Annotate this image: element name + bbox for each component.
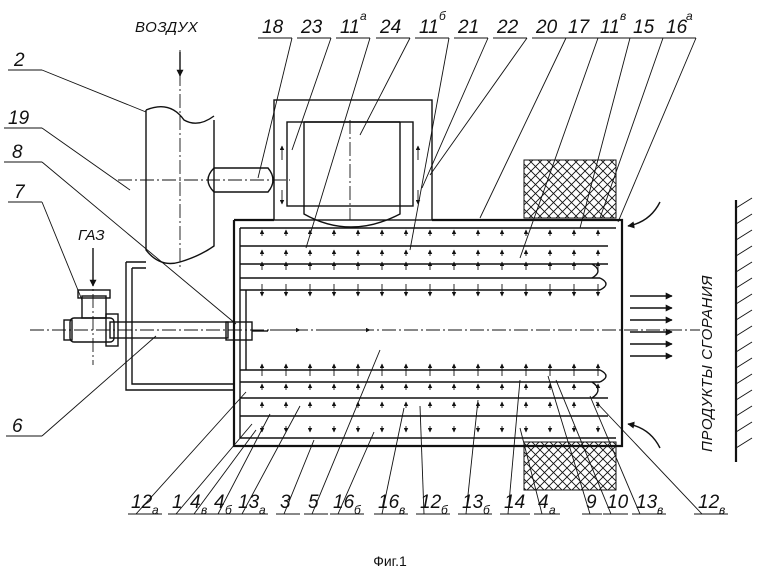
ref-label: 18 [262, 17, 284, 38]
ref-label: 11 [419, 17, 439, 38]
leader-line [618, 38, 696, 222]
ref-label-superscript: б [441, 503, 449, 517]
ref-label-superscript: б [225, 503, 233, 517]
ref-label: 9 [586, 492, 597, 513]
leader-line [292, 38, 331, 150]
leader-line [42, 202, 82, 300]
leader-line [42, 162, 236, 324]
ref-label: 11 [600, 17, 620, 38]
left-reference-labels: 2 19 8 7 6 [8, 50, 30, 437]
leader-line [520, 38, 598, 258]
ref-label-superscript: б [354, 503, 362, 517]
leader-line [360, 38, 410, 135]
ref-label: 12 [420, 492, 442, 513]
ref-label-superscript: в [201, 503, 207, 517]
ref-label: 4 [538, 492, 549, 513]
ref-label: 7 [14, 182, 26, 203]
ref-label: 3 [280, 492, 291, 513]
ref-label: 5 [308, 492, 319, 513]
top-reference-labels: 18 23 11 а 24 11 б 21 22 20 17 11 в 15 1… [262, 9, 693, 38]
ref-label: 11 [340, 17, 360, 38]
ref-label-superscript: а [360, 9, 367, 23]
ref-label: 4 [190, 492, 201, 513]
ref-label-superscript: б [483, 503, 491, 517]
ref-label: 12 [131, 492, 153, 513]
ref-label: 23 [300, 17, 323, 38]
ref-label: 19 [8, 108, 30, 129]
ref-label: 13 [462, 492, 484, 513]
ref-label-superscript: в [399, 503, 405, 517]
leader-line [312, 350, 380, 514]
ref-label: 16 [666, 17, 688, 38]
ref-label: 4 [214, 492, 225, 513]
gas-nozzle [226, 322, 268, 340]
ref-label-superscript: в [620, 9, 626, 23]
ref-label-superscript: в [657, 503, 663, 517]
combustion-products-label: ПРОДУКТЫ СГОРАНИЯ [699, 275, 716, 452]
plenum-housing [274, 100, 432, 227]
leader-line [306, 38, 370, 248]
burner-casing [126, 262, 234, 390]
figure-caption: Фиг.1 [0, 553, 780, 569]
leader-line [410, 38, 449, 250]
refractory-wall-top [524, 160, 616, 218]
ref-label-superscript: а [549, 503, 556, 517]
ref-label-superscript: б [439, 9, 447, 23]
leader-line [42, 128, 130, 190]
ref-label-superscript: а [259, 503, 266, 517]
reference-leaders [4, 38, 728, 514]
chamber-shell [234, 220, 622, 446]
ref-label: 16 [378, 492, 400, 513]
air-label: ВОЗДУХ [135, 19, 199, 36]
ref-label: 20 [535, 17, 558, 38]
ref-label: 13 [238, 492, 260, 513]
ref-label: 13 [636, 492, 658, 513]
ref-label: 21 [457, 17, 479, 38]
leader-line [42, 336, 156, 436]
ref-label: 6 [12, 416, 23, 437]
combustion-products-arrows [630, 296, 672, 356]
ref-label: 14 [504, 492, 525, 513]
leader-line [42, 70, 146, 112]
ref-label-superscript: а [152, 503, 159, 517]
ref-label-superscript: а [686, 9, 693, 23]
ref-label: 15 [633, 17, 655, 38]
bottom-reference-labels: 12 а 1 4 в 4 б 13 а 3 5 16 б 16 в 12 б 1… [131, 492, 725, 517]
furnace-wall [736, 198, 752, 462]
ref-label: 1 [172, 492, 183, 513]
ref-label: 24 [379, 17, 401, 38]
ref-label: 16 [333, 492, 355, 513]
ref-label: 22 [496, 17, 519, 38]
ref-label: 8 [12, 142, 23, 163]
ref-label-superscript: в [719, 503, 725, 517]
gas-label: ГАЗ [78, 227, 105, 244]
ref-label: 10 [607, 492, 629, 513]
ref-label: 2 [13, 50, 25, 71]
ref-label: 17 [568, 17, 591, 38]
recirculation-arrows [628, 202, 660, 448]
ref-label: 12 [698, 492, 720, 513]
